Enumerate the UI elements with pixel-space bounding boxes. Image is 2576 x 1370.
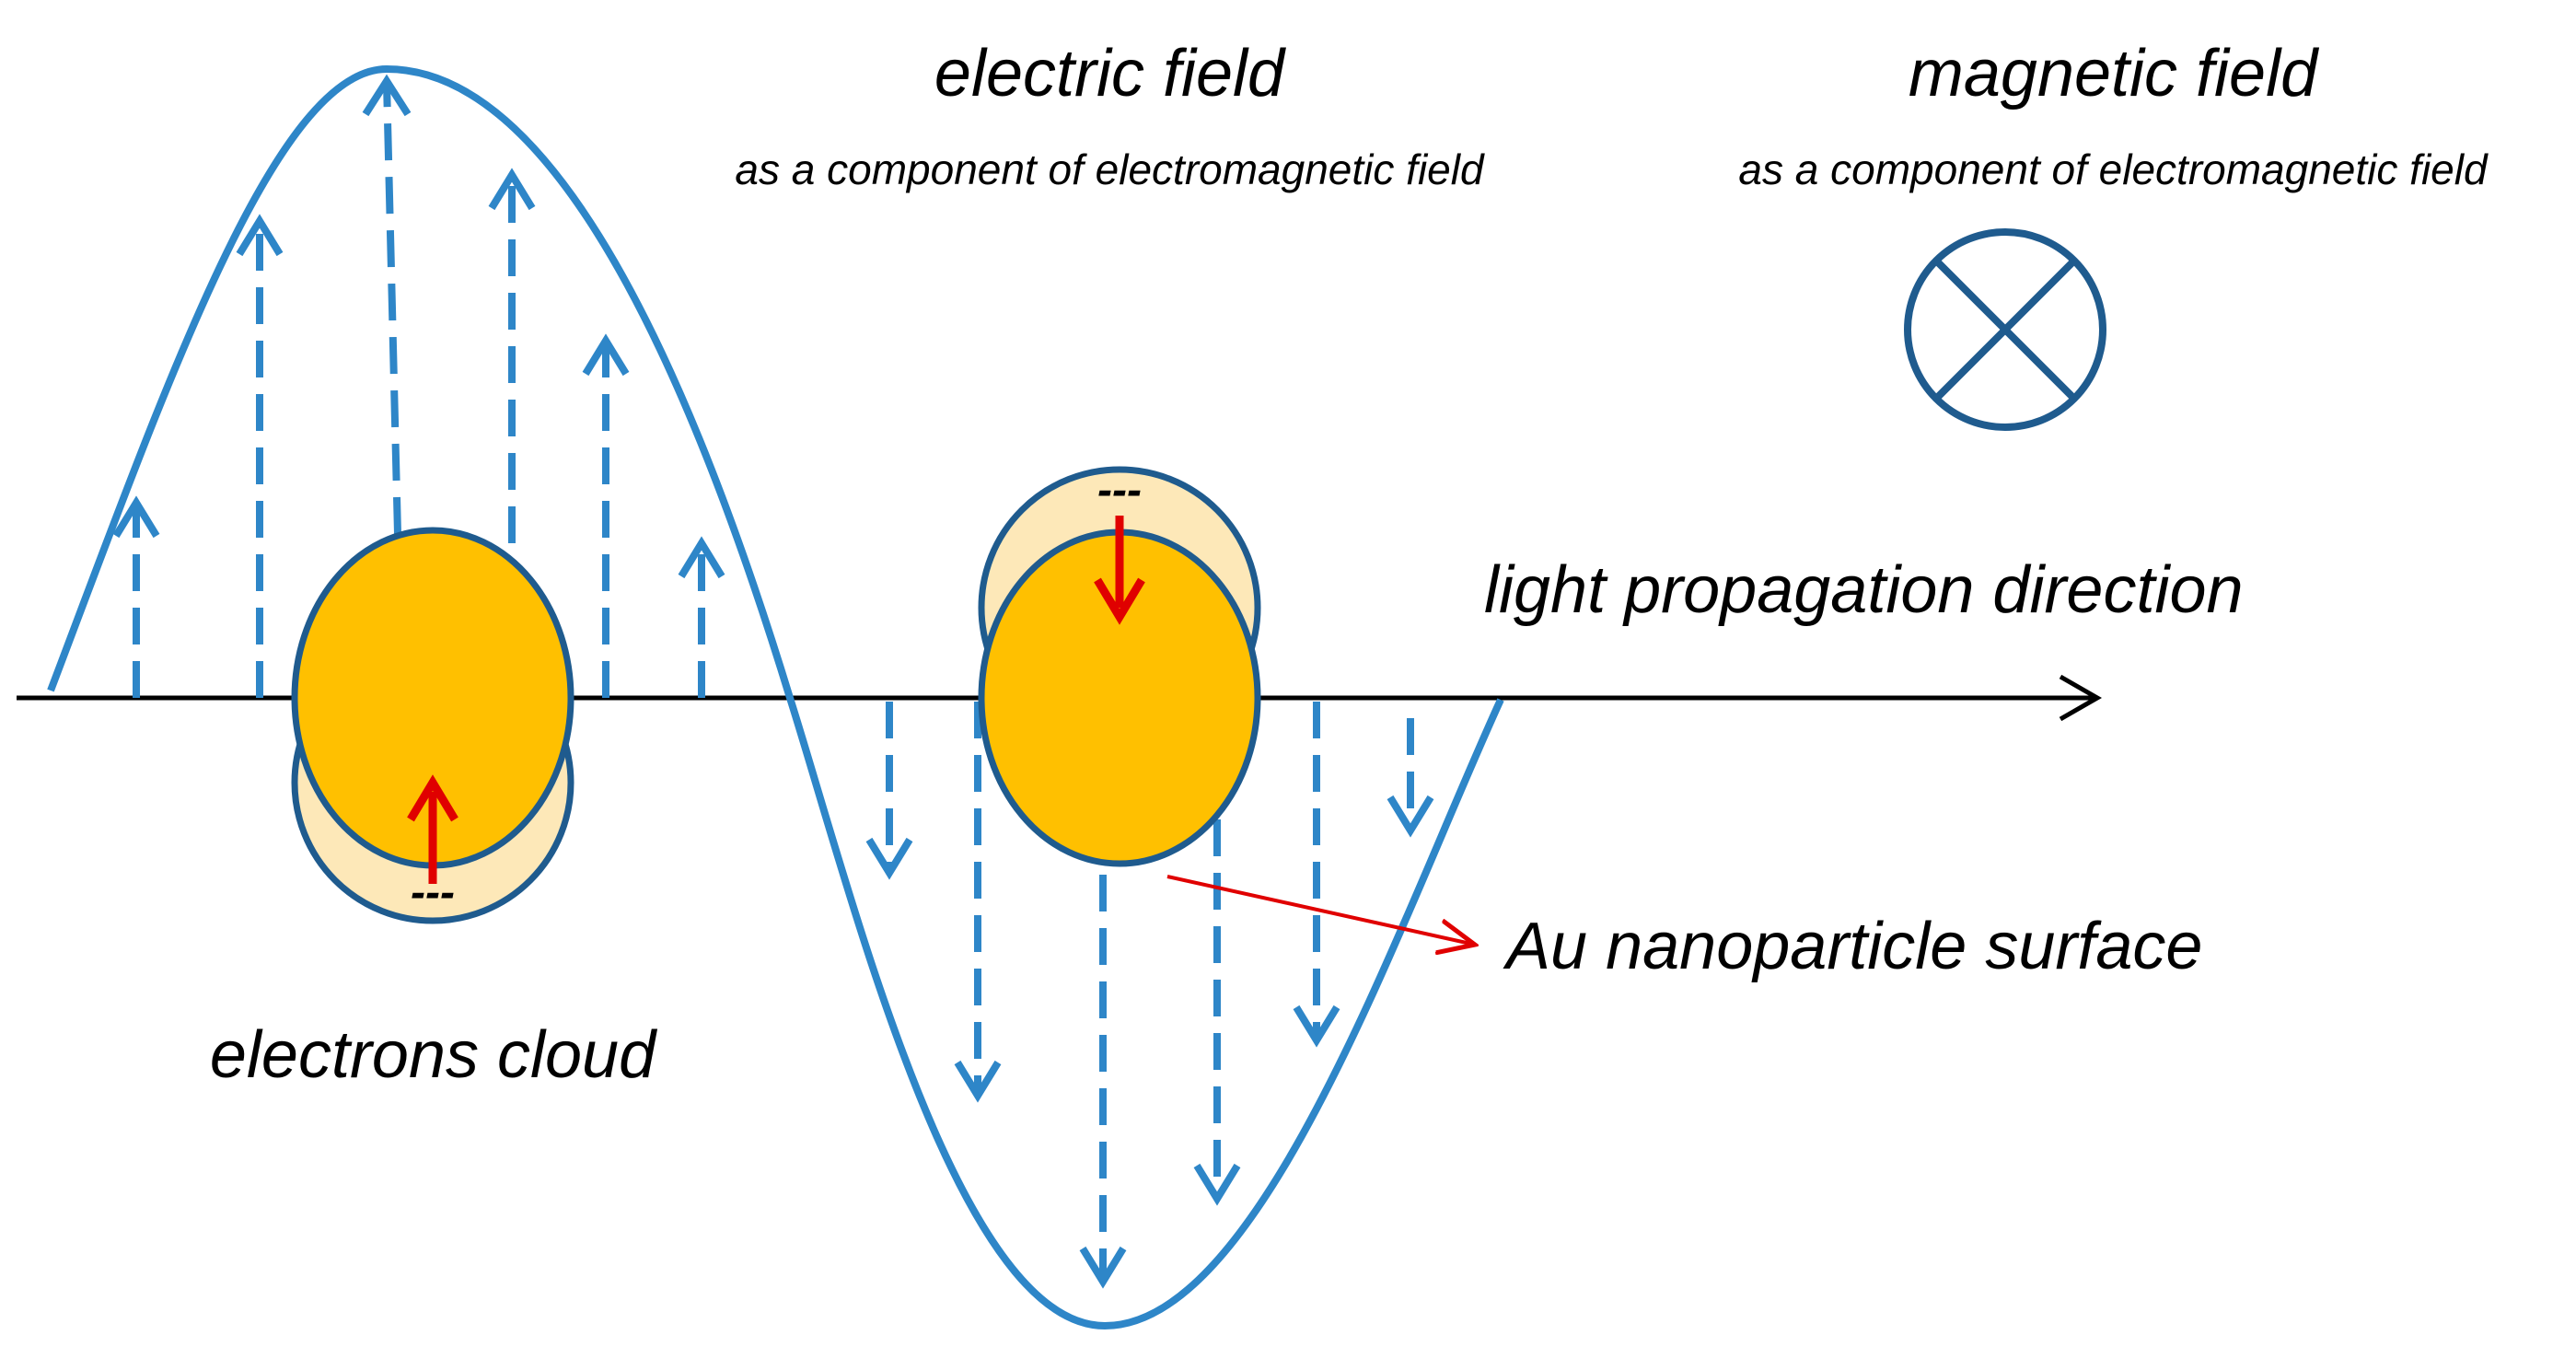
- electric-field-title: electric field: [934, 37, 1286, 110]
- dashed-arrow-icon: [865, 837, 913, 880]
- dashed-arrow-icon: [678, 536, 725, 579]
- electric-field-wave: [47, 64, 1504, 1330]
- red-arrow-head: [407, 774, 458, 822]
- electron-charge-symbol: ---: [1097, 466, 1142, 515]
- circle-cross-icon: [1904, 228, 2106, 431]
- nanoparticle-left: ---: [291, 527, 574, 924]
- propagation-direction-label: light propagation direction: [1484, 553, 2244, 627]
- dashed-arrow-icon: [1293, 1004, 1340, 1048]
- electric-field-vectors-up: [112, 74, 725, 698]
- dashed-arrow-icon: [488, 168, 536, 211]
- electrons-cloud-label: electrons cloud: [210, 1018, 657, 1092]
- surface-pointer-arrow: [1166, 875, 1475, 945]
- dashed-arrow-icon: [236, 214, 284, 257]
- dashed-arrow-icon: [582, 333, 630, 377]
- electron-charge-symbol: ---: [411, 868, 455, 917]
- electric-field-vectors-down: [865, 702, 1434, 1289]
- dashed-arrow-icon: [1193, 1163, 1241, 1206]
- dashed-arrow-icon: [1079, 1246, 1127, 1289]
- nanoparticle-surface-label: Au nanoparticle surface: [1503, 910, 2202, 983]
- field-vector: [383, 82, 401, 535]
- dashed-arrow-icon: [362, 74, 412, 117]
- dashed-arrow-icon: [112, 495, 160, 539]
- dashed-arrow-icon: [954, 1060, 1002, 1103]
- magnetic-field-title: magnetic field: [1909, 37, 2319, 110]
- propagation-arrow-icon: [2059, 674, 2103, 722]
- magnetic-field-subtitle: as a component of electromagnetic field: [1738, 145, 2489, 193]
- nanoparticle-right: ---: [978, 466, 1261, 867]
- dashed-arrow-icon: [1387, 795, 1434, 838]
- red-arrow-head: [1094, 577, 1145, 625]
- electric-field-subtitle: as a component of electromagnetic field: [735, 145, 1485, 193]
